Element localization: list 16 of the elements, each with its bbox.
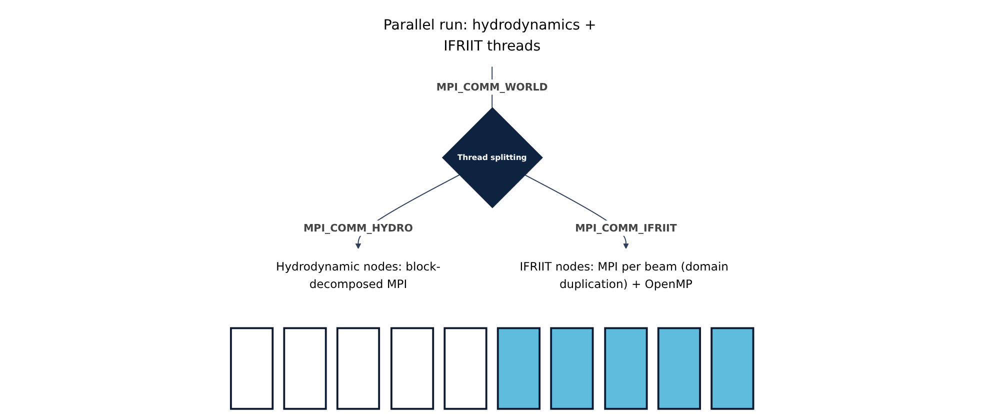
node-box — [657, 327, 701, 410]
node-box — [230, 327, 274, 410]
node-text: IFRIIT nodes: MPI per beam (domain duplication) + OpenMP — [520, 260, 728, 292]
edge-label: MPI_COMM_IFRIIT — [575, 222, 677, 234]
node-text: Parallel run: hydrodynamics + IFRIIT threads — [383, 17, 596, 54]
node-box — [550, 327, 594, 410]
edge-label: MPI_COMM_WORLD — [436, 80, 548, 93]
node-box — [604, 327, 648, 410]
edge-label: MPI_COMM_HYDRO — [303, 222, 413, 234]
node-box — [283, 327, 327, 410]
node-box — [336, 327, 380, 410]
node-box — [710, 327, 754, 410]
node-box — [496, 327, 540, 410]
node-text: Hydrodynamic nodes: block-decomposed MPI — [276, 260, 440, 292]
node-box — [444, 327, 488, 410]
node-box — [390, 327, 434, 410]
